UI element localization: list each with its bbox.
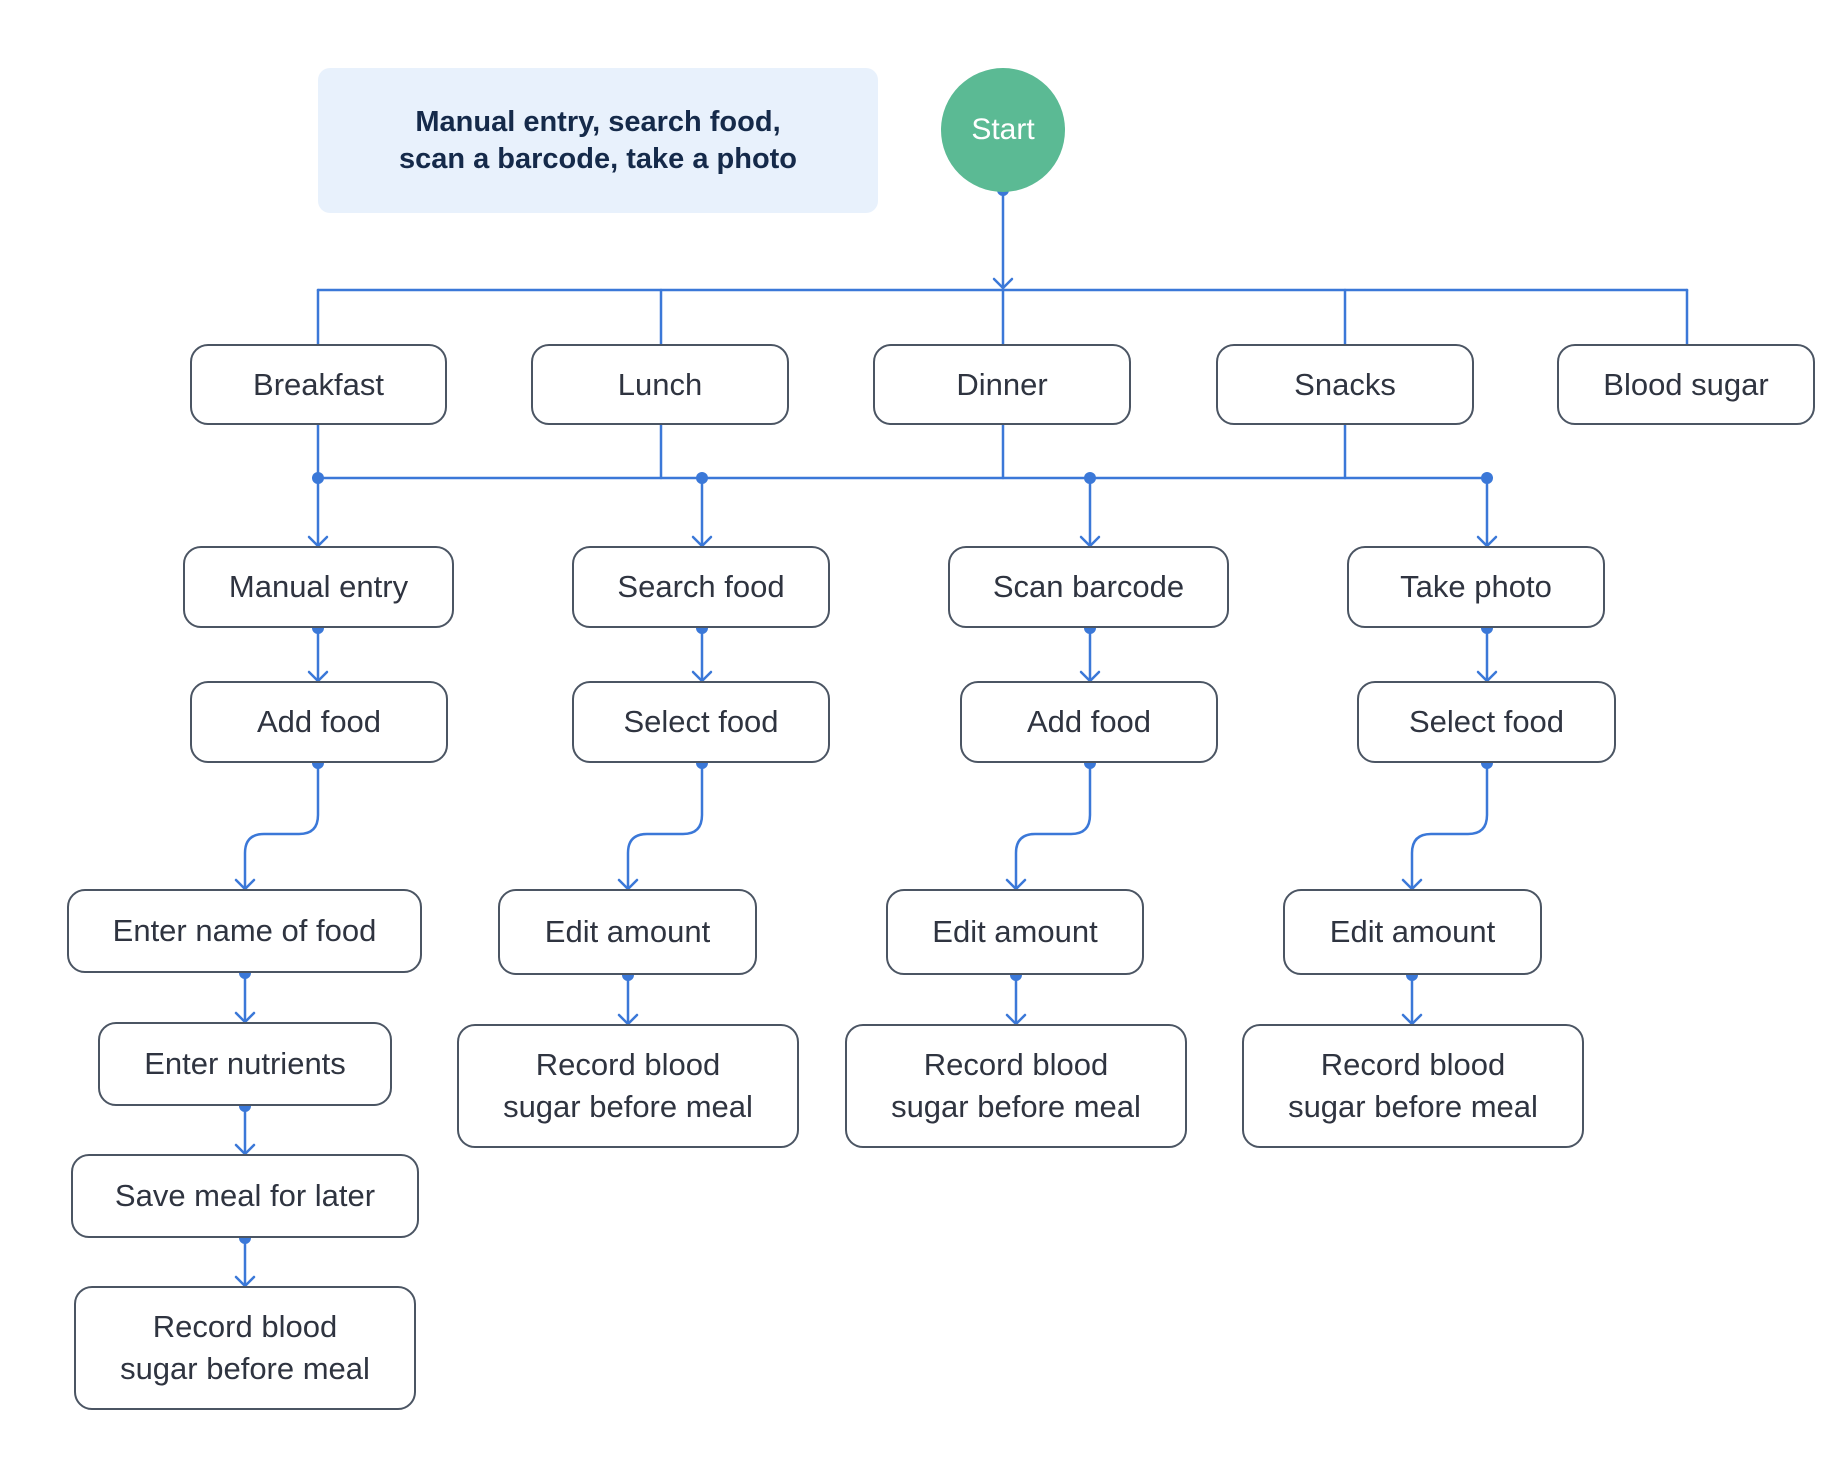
category-lunch[interactable]: Lunch (531, 344, 789, 425)
start-label: Start (971, 113, 1035, 146)
step-record-blood-sugar[interactable]: Record blood sugar before meal (457, 1024, 799, 1148)
curved-connector (626, 761, 704, 891)
method-scan-barcode[interactable]: Scan barcode (948, 546, 1229, 628)
method-search-food[interactable]: Search food (572, 546, 830, 628)
category-dinner[interactable]: Dinner (873, 344, 1131, 425)
note-text: Manual entry, search food, scan a barcod… (398, 106, 798, 175)
curved-connector (1014, 761, 1092, 891)
step-record-blood-sugar[interactable]: Record blood sugar before meal (74, 1286, 416, 1410)
category-breakfast[interactable]: Breakfast (190, 344, 447, 425)
step-add-food[interactable]: Add food (190, 681, 448, 763)
step-record-blood-sugar[interactable]: Record blood sugar before meal (1242, 1024, 1584, 1148)
note-box: Manual entry, search food, scan a barcod… (318, 68, 878, 213)
curved-connector (1410, 761, 1489, 891)
method-take-photo[interactable]: Take photo (1347, 546, 1605, 628)
category-snacks[interactable]: Snacks (1216, 344, 1474, 425)
step-enter-nutrients[interactable]: Enter nutrients (98, 1022, 392, 1106)
step-save-meal-for-later[interactable]: Save meal for later (71, 1154, 419, 1238)
step-enter-name-of-food[interactable]: Enter name of food (67, 889, 422, 973)
arrowhead (992, 277, 1014, 290)
step-edit-amount[interactable]: Edit amount (1283, 889, 1542, 975)
step-edit-amount[interactable]: Edit amount (498, 889, 757, 975)
step-select-food[interactable]: Select food (1357, 681, 1616, 763)
method-manual-entry[interactable]: Manual entry (183, 546, 454, 628)
step-edit-amount[interactable]: Edit amount (886, 889, 1144, 975)
category-blood-sugar[interactable]: Blood sugar (1557, 344, 1815, 425)
step-add-food[interactable]: Add food (960, 681, 1218, 763)
step-select-food[interactable]: Select food (572, 681, 830, 763)
curved-connector (243, 761, 320, 891)
step-record-blood-sugar[interactable]: Record blood sugar before meal (845, 1024, 1187, 1148)
start-node[interactable]: Start (941, 68, 1065, 192)
